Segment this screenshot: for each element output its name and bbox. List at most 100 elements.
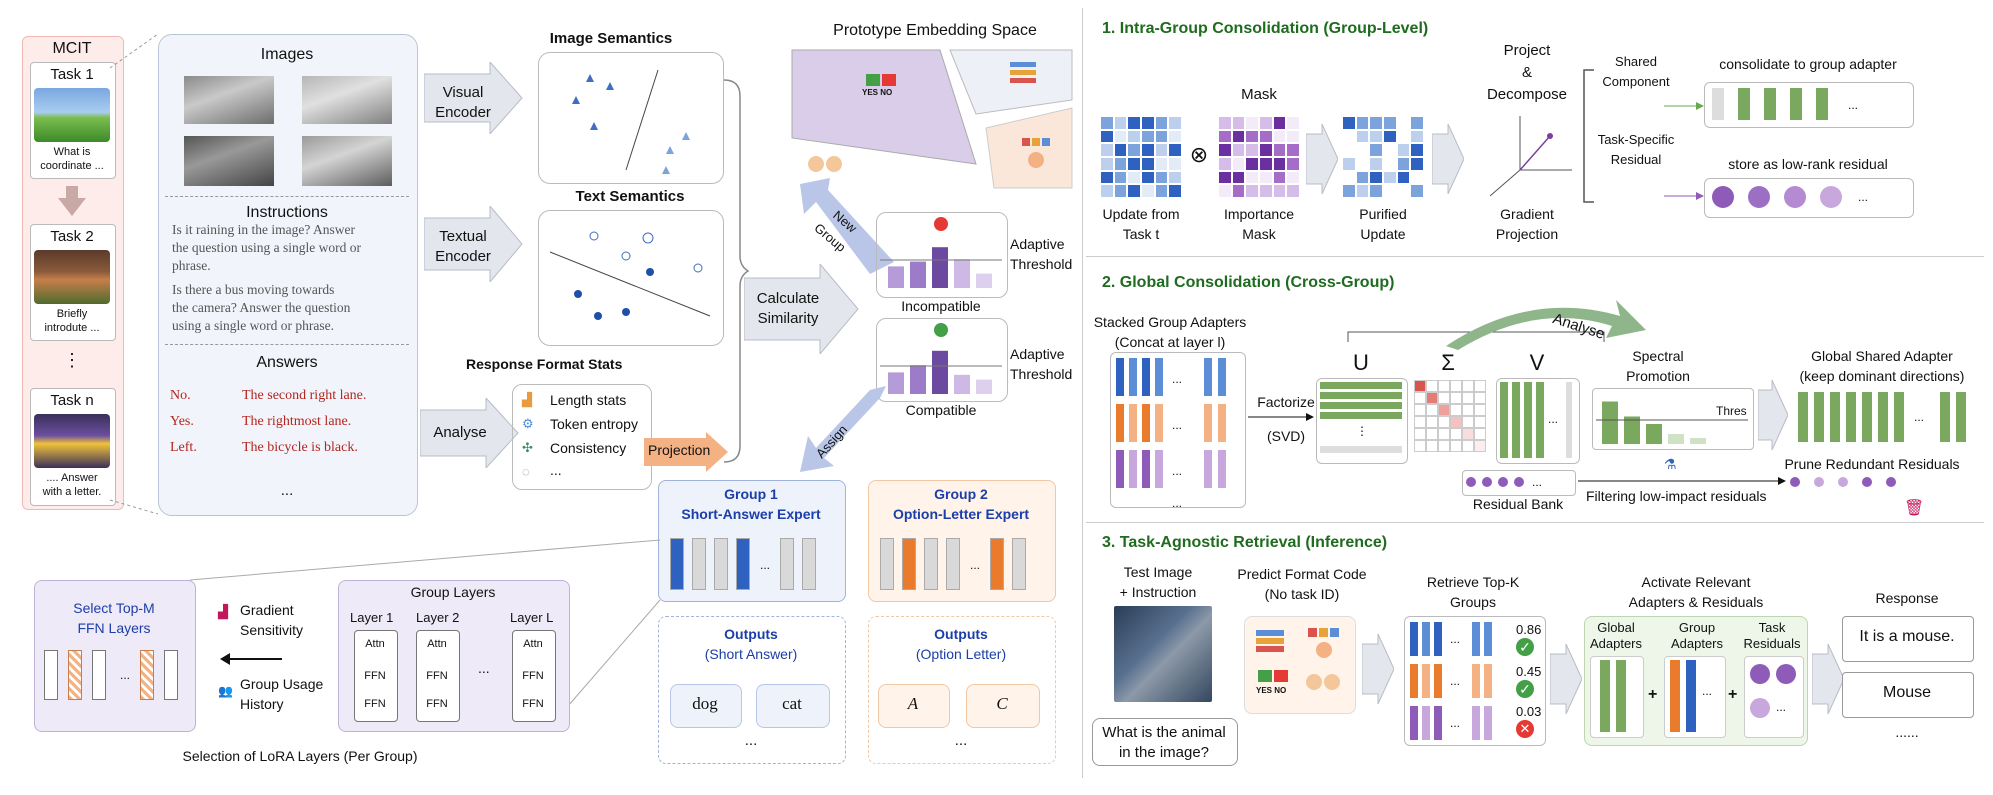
factorize-label-2: (SVD): [1266, 428, 1306, 444]
image-thumb-4: [302, 136, 392, 186]
select-layer-3: [92, 650, 106, 700]
stat-more: ...: [550, 462, 562, 478]
importance-label-2: Mask: [1242, 226, 1276, 242]
sigma-cell: [1438, 392, 1450, 404]
stacked-adapter-tail-1-2: [1218, 358, 1226, 396]
sigma-cell: [1426, 428, 1438, 440]
shared-label-2: Component: [1602, 74, 1670, 89]
importance-matrix-cell: [1218, 184, 1232, 198]
layer-1-attn: Attn: [365, 638, 385, 650]
spectral-bar-3: [1646, 424, 1662, 444]
outputs-1-more: ...: [744, 732, 758, 749]
group-adapter-bar-5: [1816, 88, 1828, 120]
v-label: V: [1529, 350, 1545, 375]
update-matrix-cell: [1154, 116, 1169, 130]
activate-global-bar-2: [1616, 660, 1626, 732]
outputs-1-card: [658, 616, 846, 764]
stacked-adapter-tail-3-2: [1218, 450, 1226, 488]
new-group-arrow: [800, 178, 894, 274]
spectral-label-2: Promotion: [1626, 368, 1690, 384]
task-1-label: Task 1: [50, 66, 94, 83]
lora-caption: Selection of LoRA Layers (Per Group): [182, 748, 418, 764]
sigma-cell: [1414, 380, 1426, 392]
group-1-title: Group 1: [724, 486, 778, 502]
textual-encoder-label-2: Encoder: [435, 248, 491, 265]
gradient-icon: ▟: [218, 604, 228, 619]
sigma-cell: [1474, 440, 1486, 452]
update-matrix-cell: [1168, 170, 1182, 185]
spectral-bar-4: [1668, 434, 1684, 444]
response-2-box: [1842, 672, 1974, 718]
outputs-2-title: Outputs: [934, 626, 988, 642]
retrieve-label-1: Retrieve Top-K: [1426, 574, 1520, 590]
importance-matrix-cell: [1231, 143, 1246, 157]
importance-matrix-cell: [1286, 143, 1300, 157]
decompose-bracket: [1583, 69, 1594, 203]
project-label-3: Decompose: [1486, 86, 1568, 103]
yes-no-label: YES NO: [862, 88, 893, 97]
instruction-2-line-3: using a single word or phrase.: [172, 318, 334, 333]
task-2-caption-2: introdute ...: [44, 322, 100, 334]
retrieve-group-dots: ...: [1450, 632, 1461, 646]
importance-matrix-cell: [1245, 143, 1259, 157]
retrieve-box: [1404, 616, 1546, 746]
update-matrix-cell: [1100, 157, 1114, 171]
group-adapter-bars: ...: [1712, 88, 1908, 120]
purified-matrix-cell: [1355, 184, 1370, 198]
consistency-icon: ✣: [522, 440, 533, 455]
sigma-label: Σ: [1441, 350, 1455, 375]
activate-group-bar-1: [1670, 660, 1680, 732]
select-layer-6: [164, 650, 178, 700]
stacked-adapter-more: ...: [1172, 496, 1183, 510]
prune-label: Prune Redundant Residuals: [1784, 456, 1960, 472]
output-c-bubble: [966, 684, 1040, 728]
update-matrix-cell: [1154, 157, 1169, 171]
test-image-label-1: Test Image: [1123, 564, 1193, 580]
otimes-symbol: ⊗: [1189, 142, 1209, 167]
importance-matrix-cell: [1218, 170, 1232, 185]
filtering-arrow: [1578, 477, 1786, 485]
sigma-matrix: [1414, 380, 1486, 452]
divider-2: [165, 344, 409, 345]
global-shared-bar-1: [1798, 392, 1808, 442]
importance-matrix-cell: [1272, 170, 1287, 185]
stacked-adapter-2-4: [1155, 404, 1163, 442]
sigma-cell: [1426, 392, 1438, 404]
analyse-label: Analyse: [433, 424, 487, 441]
task-n-caption-2: with a letter.: [42, 486, 102, 498]
output-dog: dog: [692, 694, 718, 713]
u-vdots: ⋮: [1356, 424, 1368, 438]
residual-circle-2: [1748, 186, 1770, 208]
sigma-cell: [1462, 440, 1474, 452]
importance-matrix-cell: [1245, 116, 1259, 130]
stacked-adapter-dots: ...: [1172, 464, 1183, 478]
task-n-caption-1: .... Answer: [46, 472, 98, 484]
sigma-cell: [1450, 440, 1462, 452]
stacked-adapter-tail-3-1: [1204, 450, 1212, 488]
textual-encoder-label-1: Textual: [439, 228, 487, 245]
update-matrix-cell: [1141, 170, 1155, 185]
response-1-box: [1842, 616, 1974, 662]
sigma-cell: [1450, 392, 1462, 404]
stacked-adapter-tail-1-1: [1204, 358, 1212, 396]
purified-matrix-cell: [1396, 170, 1411, 185]
filter-icon: ⚗: [1664, 456, 1677, 472]
visual-encoder-arrow: [424, 62, 523, 134]
predict-label-1: Predict Format Code: [1237, 566, 1367, 582]
sigma-cell: [1462, 392, 1474, 404]
group-1-adapter-3: [714, 538, 728, 590]
importance-matrix-cell: [1218, 157, 1232, 171]
u-row-1: [1320, 382, 1402, 389]
activate-residuals-dots: ...: [1776, 700, 1787, 714]
update-matrix-cell: [1100, 143, 1114, 157]
purified-matrix-cell: [1369, 116, 1383, 130]
residual-dot-3: [1750, 698, 1770, 718]
lora-connector-lines: [189, 539, 661, 707]
prototype-title: Prototype Embedding Space: [833, 22, 1037, 39]
global-shared-bar-2: [1814, 392, 1824, 442]
activate-label-1: Activate Relevant: [1641, 574, 1751, 590]
group-layers-title: Group Layers: [410, 584, 496, 600]
importance-matrix-cell: [1218, 129, 1232, 144]
section-divider-1: [1086, 256, 1984, 257]
bank-dot-2: [1482, 477, 1492, 487]
